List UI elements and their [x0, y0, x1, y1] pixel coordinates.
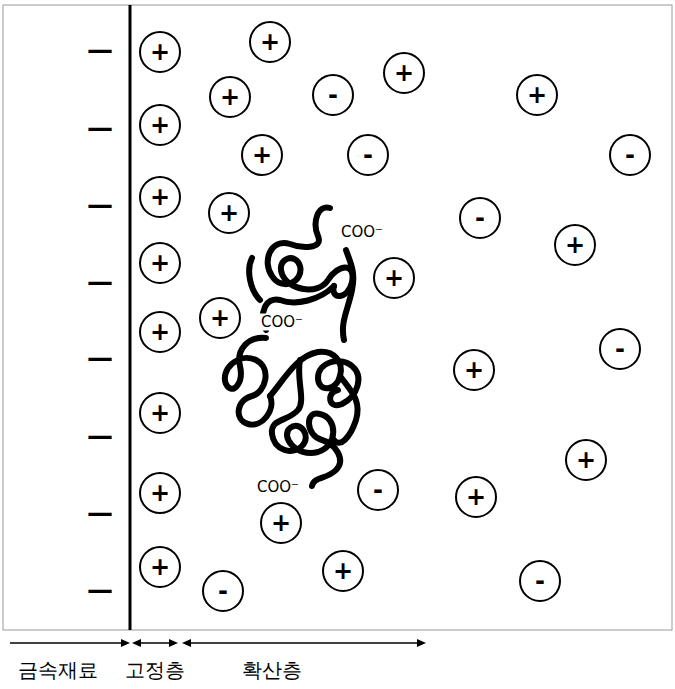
ion-circle: + [208, 192, 250, 234]
ion-charge: + [333, 559, 353, 583]
region-label: 금속재료 [18, 660, 98, 680]
ion-circle: + [249, 21, 291, 63]
ion-charge: + [150, 555, 170, 579]
ion-circle: + [453, 349, 495, 391]
ion-circle: + [139, 311, 181, 353]
metal-surface [129, 5, 132, 630]
ion-charge: - [535, 569, 545, 593]
region-arrows [10, 639, 426, 647]
ion-charge: - [625, 143, 635, 167]
ion-charge: + [271, 511, 291, 535]
ion-charge: - [615, 337, 625, 361]
ion-charge: + [466, 485, 486, 509]
ion-circle: - [357, 469, 399, 511]
ion-charge: + [464, 358, 484, 382]
ion-charge: + [150, 40, 170, 64]
ion-charge: + [220, 85, 240, 109]
ion-circle: + [139, 546, 181, 588]
carboxylate-label: COO⁻ [255, 479, 301, 496]
polymer-chain [225, 207, 359, 486]
ion-charge: + [150, 185, 170, 209]
ion-circle: + [565, 439, 607, 481]
ion-circle: + [139, 31, 181, 73]
ion-charge: + [150, 481, 170, 505]
ion-circle: + [139, 472, 181, 514]
ion-charge: + [576, 448, 596, 472]
ion-circle: + [455, 476, 497, 518]
ion-charge: + [219, 201, 239, 225]
surface-charge: — [87, 37, 113, 63]
surface-charge: — [87, 115, 113, 141]
region-label: 고정층 [125, 660, 185, 680]
ion-charge: + [527, 83, 547, 107]
ion-charge: - [475, 206, 485, 230]
ion-charge: + [260, 30, 280, 54]
ion-circle: + [139, 104, 181, 146]
surface-charge: — [87, 423, 113, 449]
carboxylate-label: COO⁻ [339, 224, 385, 241]
ion-circle: + [373, 257, 415, 299]
surface-charge: — [87, 192, 113, 218]
ion-charge: - [218, 579, 228, 603]
ion-circle: - [347, 134, 389, 176]
surface-charge: — [87, 577, 113, 603]
ion-circle: + [241, 134, 283, 176]
ion-circle: - [202, 570, 244, 612]
ion-circle: - [599, 328, 641, 370]
ion-circle: + [139, 176, 181, 218]
ion-charge: - [363, 143, 373, 167]
ion-circle: + [139, 392, 181, 434]
ion-charge: + [210, 306, 230, 330]
ion-circle: + [139, 242, 181, 284]
ion-circle: - [609, 134, 651, 176]
ion-circle: - [519, 560, 561, 602]
ion-circle: + [199, 297, 241, 339]
ion-charge: + [252, 143, 272, 167]
ion-circle: + [260, 502, 302, 544]
surface-charge: — [87, 500, 113, 526]
ion-charge: + [150, 251, 170, 275]
surface-charge: — [87, 269, 113, 295]
ion-charge: - [373, 478, 383, 502]
ion-circle: - [312, 74, 354, 116]
ion-charge: + [150, 113, 170, 137]
ion-circle: + [209, 76, 251, 118]
ion-charge: + [150, 320, 170, 344]
ion-circle: + [383, 52, 425, 94]
ion-charge: - [328, 83, 338, 107]
carboxylate-label: COO⁻ [259, 314, 305, 331]
ion-circle: + [322, 550, 364, 592]
ion-circle: + [554, 224, 596, 266]
ion-charge: + [394, 61, 414, 85]
ion-circle: - [459, 197, 501, 239]
ion-charge: + [384, 266, 404, 290]
ion-charge: + [150, 401, 170, 425]
ion-circle: + [516, 74, 558, 116]
frame [3, 5, 672, 630]
surface-charge: — [87, 345, 113, 371]
region-label: 확산층 [242, 660, 302, 680]
ion-charge: + [565, 233, 585, 257]
